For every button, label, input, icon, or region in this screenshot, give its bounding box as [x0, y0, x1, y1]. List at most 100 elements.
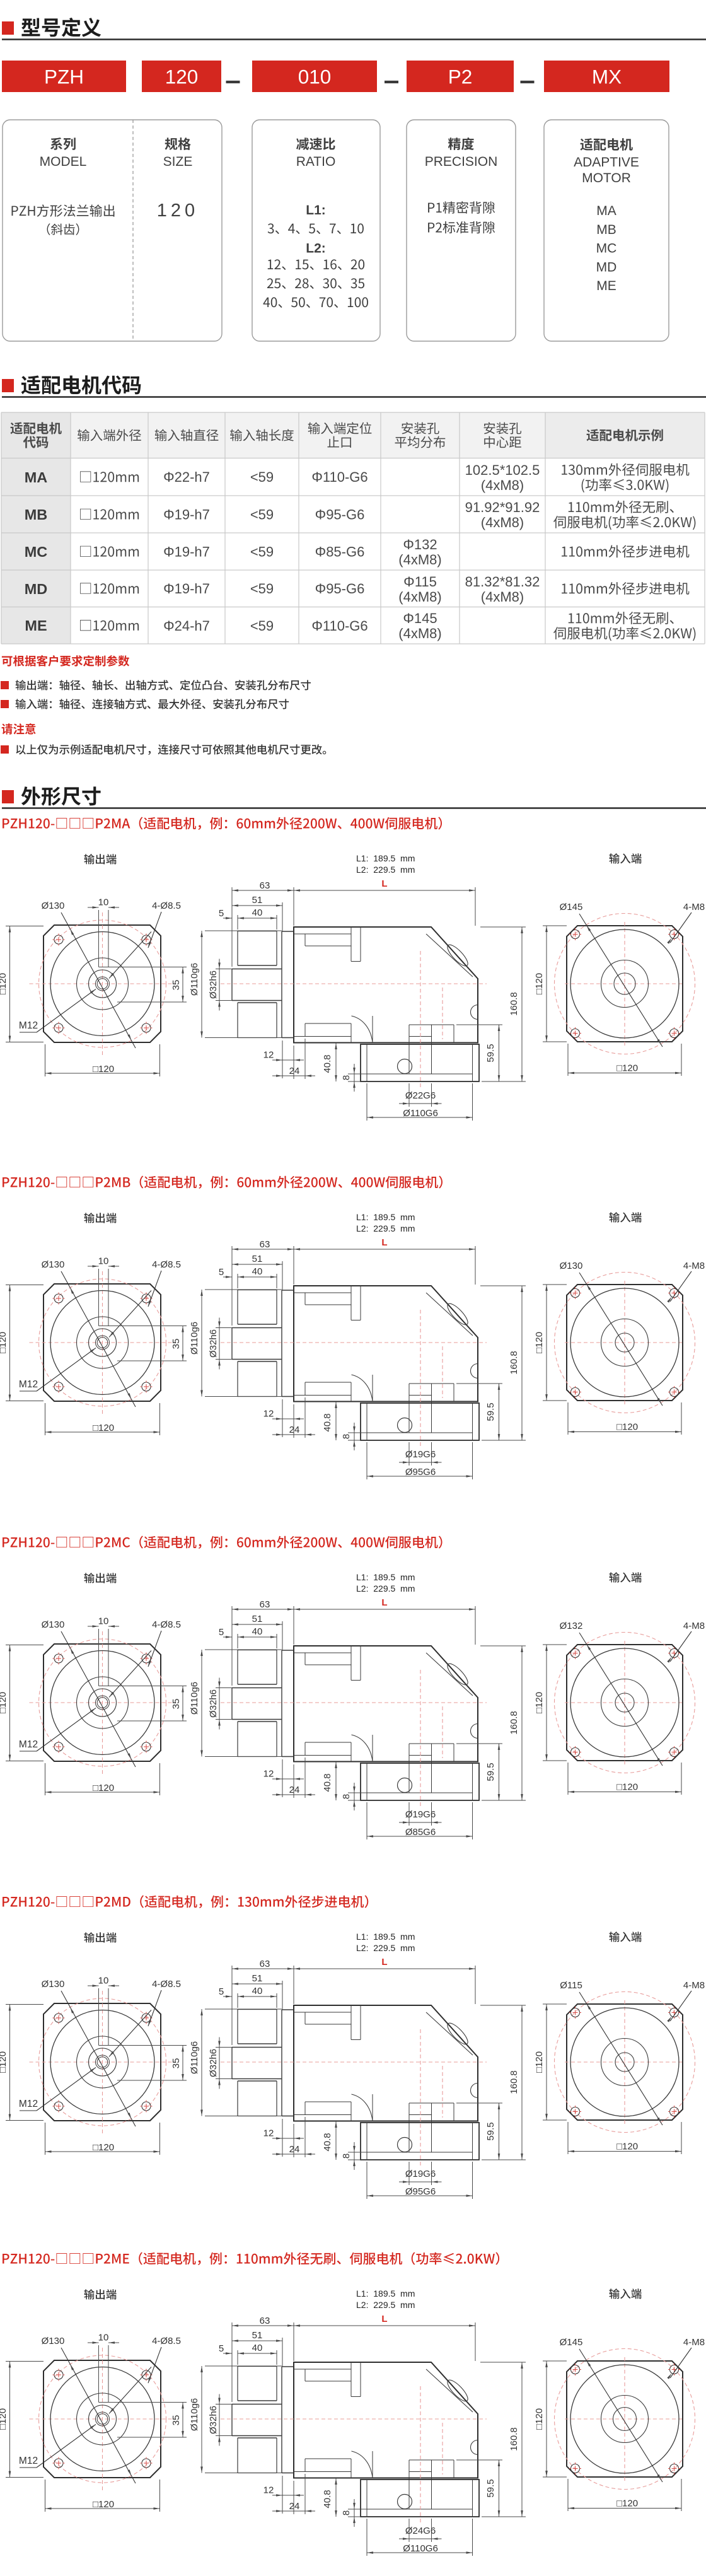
svg-text:SIZE: SIZE: [163, 154, 193, 169]
svg-text:L2:: L2:: [306, 242, 326, 256]
svg-text:<59: <59: [250, 507, 274, 523]
svg-text:□120: □120: [0, 1692, 8, 1713]
svg-text:63: 63: [260, 1959, 270, 1969]
svg-text:4-Ø8.5: 4-Ø8.5: [152, 2336, 181, 2346]
svg-text:L1: 189.5 mm: L1: 189.5 mm: [356, 853, 415, 863]
svg-text:4-M8: 4-M8: [683, 1980, 705, 1991]
svg-text:Ø32h6: Ø32h6: [208, 1689, 219, 1718]
svg-text:ME: ME: [596, 279, 616, 293]
svg-text:24: 24: [289, 2501, 300, 2512]
svg-text:Φ22-h7: Φ22-h7: [163, 469, 210, 485]
svg-text:8: 8: [341, 2510, 352, 2515]
svg-text:10: 10: [98, 1976, 109, 1986]
svg-text:8: 8: [341, 2153, 352, 2159]
svg-text:8: 8: [341, 1794, 352, 1799]
svg-text:□120: □120: [0, 1332, 8, 1353]
svg-text:□120: □120: [616, 1782, 638, 1793]
svg-text:81.32*81.32: 81.32*81.32: [465, 574, 540, 590]
svg-text:(4xM8): (4xM8): [481, 477, 524, 493]
svg-text:M12: M12: [19, 2099, 38, 2109]
svg-text:Ø32h6: Ø32h6: [208, 2406, 219, 2434]
svg-text:P2: P2: [448, 66, 473, 88]
svg-text:□120: □120: [93, 2499, 114, 2510]
svg-text:160.8: 160.8: [509, 2427, 519, 2451]
svg-text:MODEL: MODEL: [40, 154, 87, 169]
svg-text:L1: 189.5 mm: L1: 189.5 mm: [356, 1572, 415, 1582]
svg-text:40: 40: [252, 1266, 263, 1277]
svg-text:Ø19G6: Ø19G6: [405, 2169, 436, 2179]
svg-text:40.8: 40.8: [322, 1773, 333, 1792]
svg-text:Ø130: Ø130: [42, 1259, 65, 1270]
svg-text:MA: MA: [25, 469, 48, 486]
svg-text:8: 8: [341, 1434, 352, 1439]
svg-text:35: 35: [171, 2415, 182, 2426]
svg-text:ME: ME: [25, 617, 47, 634]
svg-text:63: 63: [260, 2316, 270, 2326]
svg-text:PZH: PZH: [44, 66, 84, 88]
svg-text:5: 5: [219, 1986, 224, 1997]
svg-text:MA: MA: [596, 204, 616, 218]
svg-text:RATIO: RATIO: [296, 154, 336, 169]
svg-text:L2: 229.5 mm: L2: 229.5 mm: [356, 2300, 415, 2310]
svg-text:Ø145: Ø145: [560, 2337, 583, 2348]
svg-text:Ø130: Ø130: [560, 1261, 583, 1271]
svg-text:4-M8: 4-M8: [683, 902, 705, 912]
svg-text:PRECISION: PRECISION: [425, 154, 498, 169]
svg-text:Φ19-h7: Φ19-h7: [163, 581, 210, 597]
svg-text:MB: MB: [596, 223, 616, 237]
svg-text:Ø32h6: Ø32h6: [208, 2049, 219, 2077]
svg-text:8: 8: [341, 1075, 352, 1080]
svg-text:MC: MC: [596, 242, 617, 256]
svg-text:Ø130: Ø130: [42, 2336, 65, 2346]
svg-text:□120: □120: [534, 1692, 545, 1713]
svg-text:24: 24: [289, 2144, 300, 2155]
svg-text:Φ115: Φ115: [403, 574, 437, 590]
svg-text:(4xM8): (4xM8): [398, 626, 441, 641]
svg-text:M12: M12: [19, 1020, 38, 1031]
svg-text:□120: □120: [0, 2408, 8, 2430]
svg-text:□120: □120: [616, 2498, 638, 2509]
svg-text:<59: <59: [250, 581, 274, 597]
svg-text:63: 63: [260, 1599, 270, 1610]
svg-text:35: 35: [171, 2058, 182, 2069]
svg-text:Ø130: Ø130: [42, 1979, 65, 1990]
svg-text:120: 120: [157, 201, 199, 221]
svg-text:4-Ø8.5: 4-Ø8.5: [152, 900, 181, 911]
svg-text:Φ110-G6: Φ110-G6: [311, 469, 367, 485]
svg-text:□120: □120: [534, 1332, 545, 1353]
svg-text:12: 12: [263, 2128, 274, 2139]
svg-text:160.8: 160.8: [509, 1711, 519, 1735]
svg-text:L: L: [381, 1957, 387, 1967]
svg-text:Ø110g6: Ø110g6: [189, 2398, 200, 2431]
svg-text:12: 12: [263, 1409, 274, 1419]
svg-text:□120: □120: [0, 973, 8, 994]
svg-text:35: 35: [171, 1699, 182, 1710]
svg-text:Φ85-G6: Φ85-G6: [315, 544, 365, 560]
svg-text:Φ110-G6: Φ110-G6: [311, 618, 367, 634]
svg-text:Ø132: Ø132: [560, 1621, 583, 1631]
svg-text:4-Ø8.5: 4-Ø8.5: [152, 1259, 181, 1270]
svg-text:4-M8: 4-M8: [683, 1261, 705, 1271]
svg-text:□120: □120: [93, 1783, 114, 1793]
svg-text:Φ19-h7: Φ19-h7: [163, 544, 210, 560]
svg-text:L1:: L1:: [306, 203, 326, 218]
svg-text:MOTOR: MOTOR: [582, 171, 631, 185]
svg-text:(4xM8): (4xM8): [481, 515, 524, 530]
svg-text:Φ95-G6: Φ95-G6: [315, 507, 365, 523]
svg-text:24: 24: [289, 1785, 300, 1795]
svg-text:L2: 229.5 mm: L2: 229.5 mm: [356, 865, 415, 875]
svg-text:51: 51: [252, 895, 263, 906]
svg-text:4-M8: 4-M8: [683, 2337, 705, 2348]
svg-text:Ø110g6: Ø110g6: [189, 1682, 200, 1715]
svg-text:24: 24: [289, 1066, 300, 1076]
svg-text:L: L: [381, 878, 387, 889]
svg-text:160.8: 160.8: [509, 1351, 519, 1375]
svg-text:10: 10: [98, 897, 109, 908]
svg-text:Ø24G6: Ø24G6: [405, 2526, 436, 2536]
svg-text:□120: □120: [616, 1063, 638, 1074]
svg-text:4-Ø8.5: 4-Ø8.5: [152, 1619, 181, 1630]
svg-text:Ø95G6: Ø95G6: [405, 1467, 436, 1477]
svg-text:Φ24-h7: Φ24-h7: [163, 618, 210, 634]
svg-text:L1: 189.5 mm: L1: 189.5 mm: [356, 2288, 415, 2299]
svg-text:Ø32h6: Ø32h6: [208, 1329, 219, 1358]
